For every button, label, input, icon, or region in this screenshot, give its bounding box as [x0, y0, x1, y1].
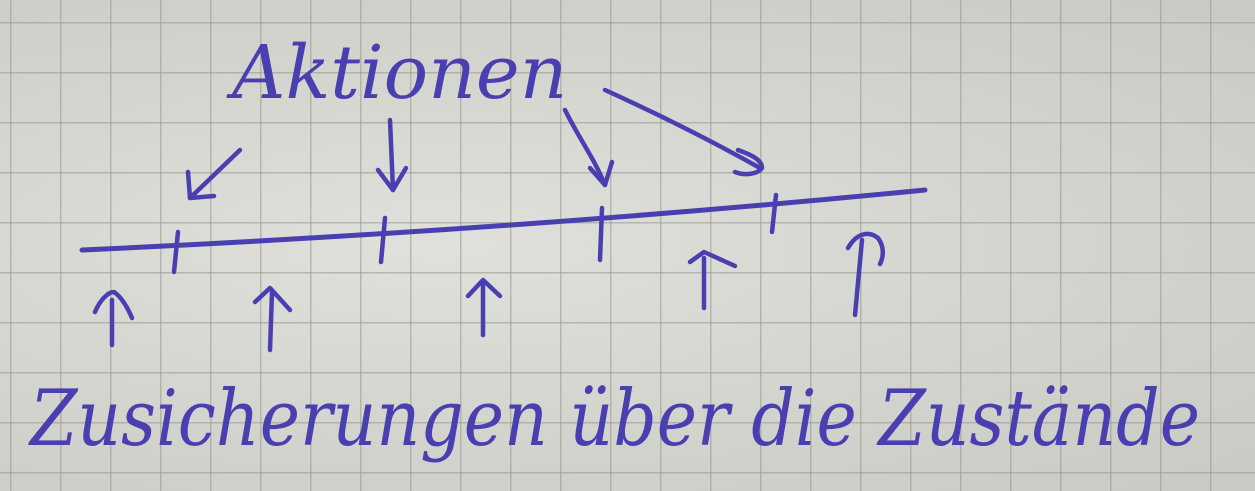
- timeline-tick-1: [171, 229, 181, 275]
- action-arrow-4: [602, 87, 765, 177]
- state-arrow-2: [252, 285, 293, 353]
- state-arrow-3: [465, 277, 503, 338]
- timeline: [79, 187, 928, 253]
- state-arrow-4: [687, 249, 738, 311]
- state-arrow-5: [845, 231, 885, 318]
- timeline-tick-3: [597, 205, 605, 263]
- action-arrow-2: [375, 117, 409, 193]
- action-arrow-1: [185, 147, 243, 201]
- actions-label: Aktionen: [226, 30, 567, 116]
- assertions-label: Zusicherungen über die Zustände: [27, 374, 1200, 464]
- timeline-tick-2: [378, 215, 388, 265]
- timeline-tick-4: [769, 192, 779, 235]
- action-arrow-3: [562, 107, 615, 188]
- state-arrow-1: [92, 289, 135, 348]
